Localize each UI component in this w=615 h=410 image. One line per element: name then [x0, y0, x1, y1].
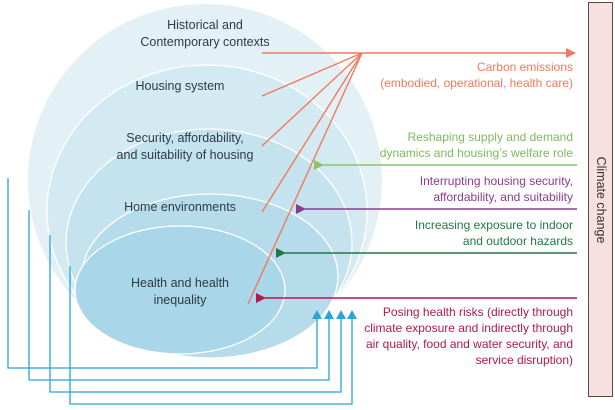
label-security-affordability: Security, affordability, and suitability…	[116, 131, 254, 162]
label-housing-system: Housing system	[135, 79, 225, 93]
label-posing-health-risks: Posing health risks (directly through cl…	[364, 305, 573, 367]
feedback-lines	[7, 178, 353, 405]
label-carbon-emissions: Carbon emissions (embodied, operational,…	[380, 60, 573, 90]
label-interrupting-housing: Interrupting housing security, affordabi…	[419, 174, 573, 204]
climate-change-box: Climate change	[588, 2, 613, 397]
climate-change-label: Climate change	[593, 156, 608, 243]
nested-levels-graphic	[28, 4, 382, 359]
label-health-inequality: Health and health inequality	[131, 276, 229, 307]
label-home-environments: Home environments	[124, 200, 236, 214]
label-increasing-exposure: Increasing exposure to indoor and outdoo…	[414, 218, 573, 248]
level-health	[74, 225, 286, 355]
feedback-arrowheads	[312, 310, 357, 319]
label-historical-context: Historical and Contemporary contexts	[140, 18, 270, 49]
label-reshaping-supply: Reshaping supply and demand dynamics and…	[379, 130, 573, 160]
carbon-emission-lines	[247, 48, 576, 305]
incoming-arrows	[256, 160, 577, 303]
